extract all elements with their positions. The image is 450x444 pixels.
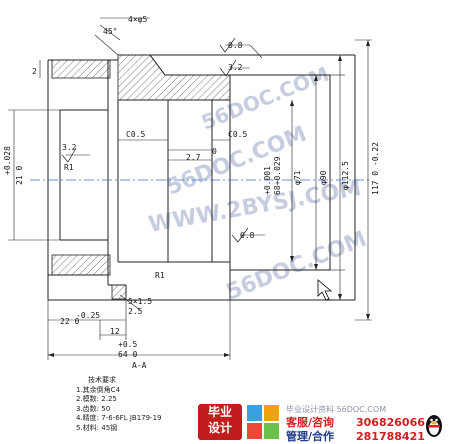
dim-offset-0: 0 <box>212 147 217 156</box>
notes-title: 技术要求 <box>88 376 116 384</box>
logo-text-1: 毕业 <box>207 405 232 419</box>
notes-line-1: 1.其余倒角C4 <box>76 385 121 394</box>
dim-len-25: 2.5 <box>128 307 143 316</box>
dim-offset-27: 2.7 <box>186 153 201 162</box>
section-label: A-A <box>132 361 147 370</box>
arrowheads <box>48 40 370 357</box>
notes-line-2: 2.模数: 2.25 <box>76 395 117 403</box>
dim-tol-025: -0.25 <box>76 311 100 320</box>
notes-line-5: 5.材料: 45钢 <box>76 423 118 432</box>
dim-68: 68+0.029 <box>273 156 282 195</box>
dim-dia-90: φ90 <box>319 170 328 185</box>
brand-logo: 毕业 设计 <box>198 404 242 440</box>
dim-dia-71: φ71 <box>293 170 302 185</box>
penguin-icon <box>426 415 442 437</box>
dim-chamfer-left: C0.5 <box>126 130 145 139</box>
dim-bore-21: 21 0 <box>15 166 24 185</box>
puzzle-icon <box>247 405 279 439</box>
dim-rough-32-top: 3.2 <box>228 63 243 72</box>
qq-numbers: 306826066 281788421 <box>356 416 425 444</box>
notes-line-4: 4.精度: 7-6-6FL JB179-19 <box>76 414 162 422</box>
svc-line-1: 客服/咨询 <box>286 416 335 429</box>
notes-line-3: 3.齿数: 50 <box>76 404 111 413</box>
technical-notes: 技术要求 1.其余倒角C4 2.模数: 2.25 3.齿数: 50 4.精度: … <box>76 376 162 433</box>
dim-len-64: 64 0 <box>118 350 137 359</box>
dim-r1: R1 <box>64 163 74 172</box>
cursor-icon <box>317 279 333 301</box>
dim-tol-05: +0.5 <box>118 340 137 349</box>
dim-5x15: 5×1.5 <box>128 297 152 306</box>
dim-chamfer-right: C0.5 <box>228 130 247 139</box>
dim-bore-0028: +0.028 <box>3 146 12 175</box>
part-outline <box>47 54 356 301</box>
dim-r1-bottom: R1 <box>155 271 165 280</box>
dim-dia-117: 117 0 -0.22 <box>371 142 380 195</box>
roughness-symbols <box>61 37 249 243</box>
dim-len-22: 22 0 <box>60 317 79 326</box>
dim-tol-up: +0.001 <box>263 166 272 195</box>
logo-text-2: 设计 <box>207 421 232 435</box>
dim-len-12: 12 <box>110 327 120 336</box>
dimension-lines <box>8 17 372 360</box>
qq-2: 281788421 <box>356 430 425 443</box>
service-contact: 客服/咨询 管理/合作 <box>286 416 334 444</box>
dim-2: 2 <box>32 67 37 76</box>
dim-rough-08-top: 0.8 <box>228 41 243 50</box>
dim-angle: 45° <box>103 27 117 36</box>
qq-1: 306826066 <box>356 416 425 429</box>
site-text: 毕业设计资料 56DOC.COM <box>286 405 387 414</box>
dim-chamfer-hole: 4×φ5 <box>128 15 147 24</box>
svc-line-2: 管理/合作 <box>286 430 335 443</box>
dim-rough-08-mid: 0.8 <box>240 231 255 240</box>
dim-rough-32-left: 3.2 <box>62 143 77 152</box>
dim-dia-1125: φ112.5 <box>341 161 350 190</box>
